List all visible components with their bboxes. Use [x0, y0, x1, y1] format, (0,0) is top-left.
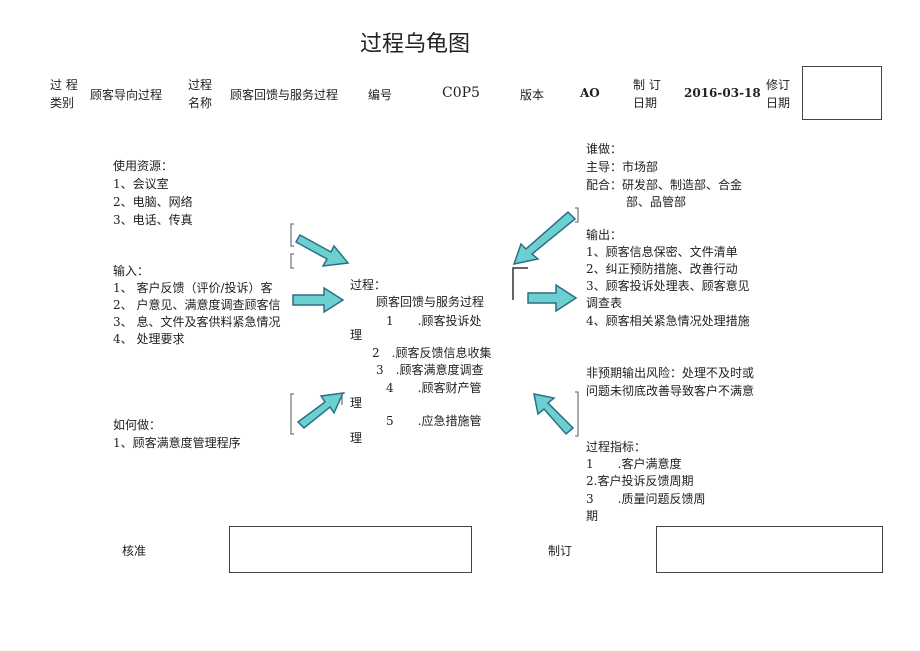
bracket-mark	[290, 223, 294, 247]
number-value: C0P5	[442, 85, 480, 101]
inputs-block: 输入： 1、 客户反馈（评价/投诉）客 2、 户意见、满意度调查顾客信 3、 息…	[113, 262, 293, 352]
input-line: 4、 处理要求	[113, 332, 185, 346]
how-item: 1、顾客满意度管理程序	[113, 436, 241, 450]
arrow-shape	[292, 286, 345, 314]
process-step: 1 .顾客投诉处	[386, 314, 482, 328]
process-step: 5 .应急措施管	[386, 414, 482, 428]
output-line: 调查表	[586, 296, 623, 310]
arrow-shape	[512, 210, 577, 266]
process-step-cont: 理	[350, 431, 363, 445]
indicator-item: 3 .质量问题反馈周	[586, 492, 706, 506]
output-line: 3、顾客投诉处理表、顾客意见	[586, 279, 750, 293]
bracket-mark	[575, 391, 579, 437]
process-step: 2 .顾客反馈信息收集	[372, 346, 492, 360]
indicators-heading: 过程指标：	[586, 440, 647, 454]
risk-block: 非预期输出风险：处理不及时或 问题未彻底改善导致客户不满意	[586, 364, 786, 404]
process-heading: 过程：	[350, 278, 387, 292]
bracket-mark	[290, 253, 294, 269]
risk-line: 非预期输出风险：处理不及时或	[586, 366, 755, 380]
output-line: 4、顾客相关紧急情况处理措施	[586, 314, 750, 328]
inputs-heading: 输入：	[113, 264, 150, 278]
resources-block: 使用资源： 1、会议室 2、电脑、网络 3、电话、传真	[113, 157, 293, 237]
process-name-label: 过程 名称	[188, 76, 212, 112]
made-date-value: 2016-03-18	[684, 86, 761, 100]
indicator-item: 1 .客户满意度	[586, 457, 682, 471]
label-line: 类别	[50, 96, 75, 110]
approve-label: 核准	[122, 544, 147, 558]
label-line: 过 程	[50, 78, 78, 92]
process-step-cont: 理	[350, 328, 363, 342]
indicators-block: 过程指标： 1 .客户满意度 2.客户投诉反馈周期 3 .质量问题反馈周 期	[586, 438, 786, 528]
input-line: 3、 息、文件及客供料紧急情况	[113, 315, 281, 329]
label-line: 修订	[766, 78, 791, 92]
how-block: 如何做： 1、顾客满意度管理程序	[113, 416, 293, 456]
bracket-mark	[575, 207, 579, 223]
page-title: 过程乌龟图	[360, 32, 471, 57]
input-line: 2、 户意见、满意度调查顾客信	[113, 298, 281, 312]
outputs-heading: 输出：	[586, 228, 623, 242]
output-line: 1、顾客信息保密、文件清单	[586, 245, 738, 259]
version-label: 版本	[520, 88, 545, 102]
arrow-shape	[296, 392, 345, 430]
process-name: 顾客回馈与服务过程	[376, 295, 485, 309]
label-line: 过程	[188, 78, 213, 92]
who-block: 谁做： 主导：市场部 配合：研发部、制造部、合金 部、品管部	[586, 140, 786, 220]
arrow-shape	[533, 393, 575, 436]
connector-line	[512, 267, 528, 300]
process-step: 3 .顾客满意度调查	[376, 363, 484, 377]
input-line: 1、 客户反馈（评价/投诉）客	[113, 281, 273, 295]
process-name-value: 顾客回馈与服务过程	[230, 88, 339, 102]
label-line: 名称	[188, 96, 213, 110]
process-block: 过程： 顾客回馈与服务过程 1 .顾客投诉处 理 2 .顾客反馈信息收集 3 .…	[350, 276, 500, 446]
revise-date-field[interactable]	[802, 66, 882, 120]
made-label: 制订	[548, 544, 573, 558]
arrow-shape	[294, 233, 350, 267]
who-coop: 配合：研发部、制造部、合金	[586, 178, 743, 192]
label-line: 日期	[633, 96, 658, 110]
made-date-label: 制 订 日期	[633, 76, 661, 112]
who-coop-cont: 部、品管部	[626, 195, 687, 209]
resource-item: 3、电话、传真	[113, 213, 193, 227]
process-step-cont: 理	[350, 396, 363, 410]
how-heading: 如何做：	[113, 418, 162, 432]
arrow-how-to-process	[296, 392, 345, 430]
who-heading: 谁做：	[586, 142, 623, 156]
label-line: 制 订	[633, 78, 661, 92]
bracket-mark	[290, 393, 294, 435]
output-line: 2、纠正预防措施、改善行动	[586, 262, 738, 276]
indicator-item: 2.客户投诉反馈周期	[586, 474, 694, 488]
arrow-who-to-process	[512, 210, 577, 266]
resource-item: 1、会议室	[113, 177, 169, 191]
who-lead: 主导：市场部	[586, 160, 659, 174]
arrow-indicator-to-process	[533, 393, 575, 436]
indicator-item: 期	[586, 509, 599, 523]
version-value: AO	[580, 86, 600, 100]
label-line: 日期	[766, 96, 791, 110]
arrow-input-to-process	[292, 286, 345, 314]
arrow-resources-to-process	[294, 233, 350, 267]
revise-date-label: 修订 日期	[766, 76, 790, 112]
arrow-process-to-output	[527, 283, 578, 313]
approve-field[interactable]	[229, 526, 472, 573]
risk-line: 问题未彻底改善导致客户不满意	[586, 384, 755, 398]
process-category-label: 过 程 类别	[50, 76, 78, 112]
resources-heading: 使用资源：	[113, 159, 174, 173]
process-category-value: 顾客导向过程	[90, 88, 163, 102]
made-field[interactable]	[656, 526, 883, 573]
outputs-block: 输出： 1、顾客信息保密、文件清单 2、纠正预防措施、改善行动 3、顾客投诉处理…	[586, 226, 786, 336]
number-label: 编号	[368, 88, 393, 102]
process-step: 4 .顾客财产管	[386, 381, 482, 395]
arrow-shape	[527, 283, 578, 313]
resource-item: 2、电脑、网络	[113, 195, 193, 209]
